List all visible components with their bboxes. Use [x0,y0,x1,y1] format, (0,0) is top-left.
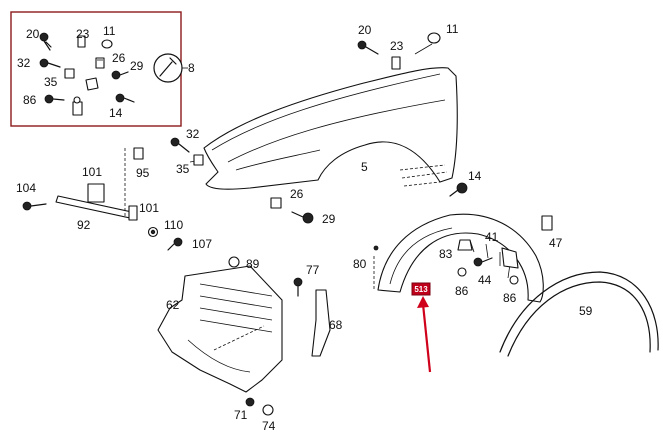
bracket-101-top [87,183,105,203]
label-11a: 11 [103,24,116,38]
label-101a: 101 [82,165,102,179]
label-95: 95 [136,166,150,180]
label-86a: 86 [23,93,37,107]
label-29b: 29 [322,212,336,226]
label-107: 107 [192,237,212,251]
screw-71 [245,397,255,407]
screw-104 [22,201,47,211]
screw-29-mid [291,211,314,224]
label-35a: 35 [44,75,58,89]
label-86c: 86 [503,291,517,305]
clip-23-detail [77,35,86,48]
label-59: 59 [579,304,593,318]
nut-86b [457,267,467,277]
label-41: 41 [485,230,499,244]
label-47: 47 [549,236,563,250]
label-62: 62 [166,298,180,312]
bracket-68 [311,289,331,357]
clip-26-mid [270,197,282,209]
clip-83 [457,239,473,251]
screw-77 [293,277,303,297]
label-110: 110 [164,218,183,232]
screw-44 [473,257,493,267]
label-32a: 32 [17,56,31,70]
label-86b: 86 [455,284,469,298]
cap-11-detail [101,39,113,49]
label-14a: 14 [109,106,123,120]
nut-74 [262,404,274,416]
screw-32-detail [39,58,61,68]
screw-86-detail [44,94,65,104]
bracket-95 [124,147,144,218]
clip-14-detail [72,96,83,116]
label-89: 89 [246,257,260,271]
label-5: 5 [361,160,368,174]
screw-107 [167,237,183,251]
screw-29-detail [111,70,129,80]
label-83: 83 [439,247,453,261]
screw-14-detail [115,93,135,103]
bracket-101-low [128,205,138,221]
part-labels: 20 23 11 32 26 29 8 35 86 14 20 23 11 32… [16,22,593,433]
screw-20-top [357,40,379,55]
callout-arrow [417,296,432,373]
highlight-513[interactable]: 513 [411,282,431,296]
label-20b: 20 [358,23,372,37]
label-77: 77 [306,263,320,277]
label-44: 44 [478,273,492,287]
label-35b: 35 [176,162,190,176]
hardware-detail-frame [10,11,188,127]
label-101b: 101 [139,201,159,215]
arch-trim-59 [499,271,659,357]
cap-11-top [427,32,441,44]
label-23a: 23 [76,27,90,41]
label-14b: 14 [468,169,482,183]
label-80: 80 [353,257,367,271]
wheel-arch-liner [373,213,544,303]
label-68: 68 [329,318,343,332]
label-71: 71 [234,408,248,422]
highlight-label: 513 [414,285,428,294]
clip-41 [501,247,519,269]
clip-26-detail [95,57,105,69]
nut-35-detail [64,68,75,79]
label-26b: 26 [290,187,304,201]
front-fender [189,43,458,190]
label-26a: 26 [112,51,126,65]
screw-20-detail [39,32,52,51]
screw-14-right [449,182,468,197]
label-32b: 32 [186,127,200,141]
inner-panel-62 [157,265,283,393]
label-29a: 29 [130,59,144,73]
label-74: 74 [262,419,276,433]
nut-89 [228,256,240,268]
nut-86c [509,275,519,285]
label-104: 104 [16,181,36,195]
wrench-icon [153,53,183,83]
label-11b: 11 [446,22,459,36]
screw-32-mid [170,137,190,153]
label-20a: 20 [26,27,40,41]
label-92: 92 [77,218,91,232]
clip-47 [541,215,553,231]
clip-35b-detail [85,77,99,91]
grommet-110 [147,226,159,238]
clip-23-top [391,56,401,70]
label-23b: 23 [390,39,404,53]
clip-35-mid [193,154,204,166]
label-8: 8 [188,61,195,75]
